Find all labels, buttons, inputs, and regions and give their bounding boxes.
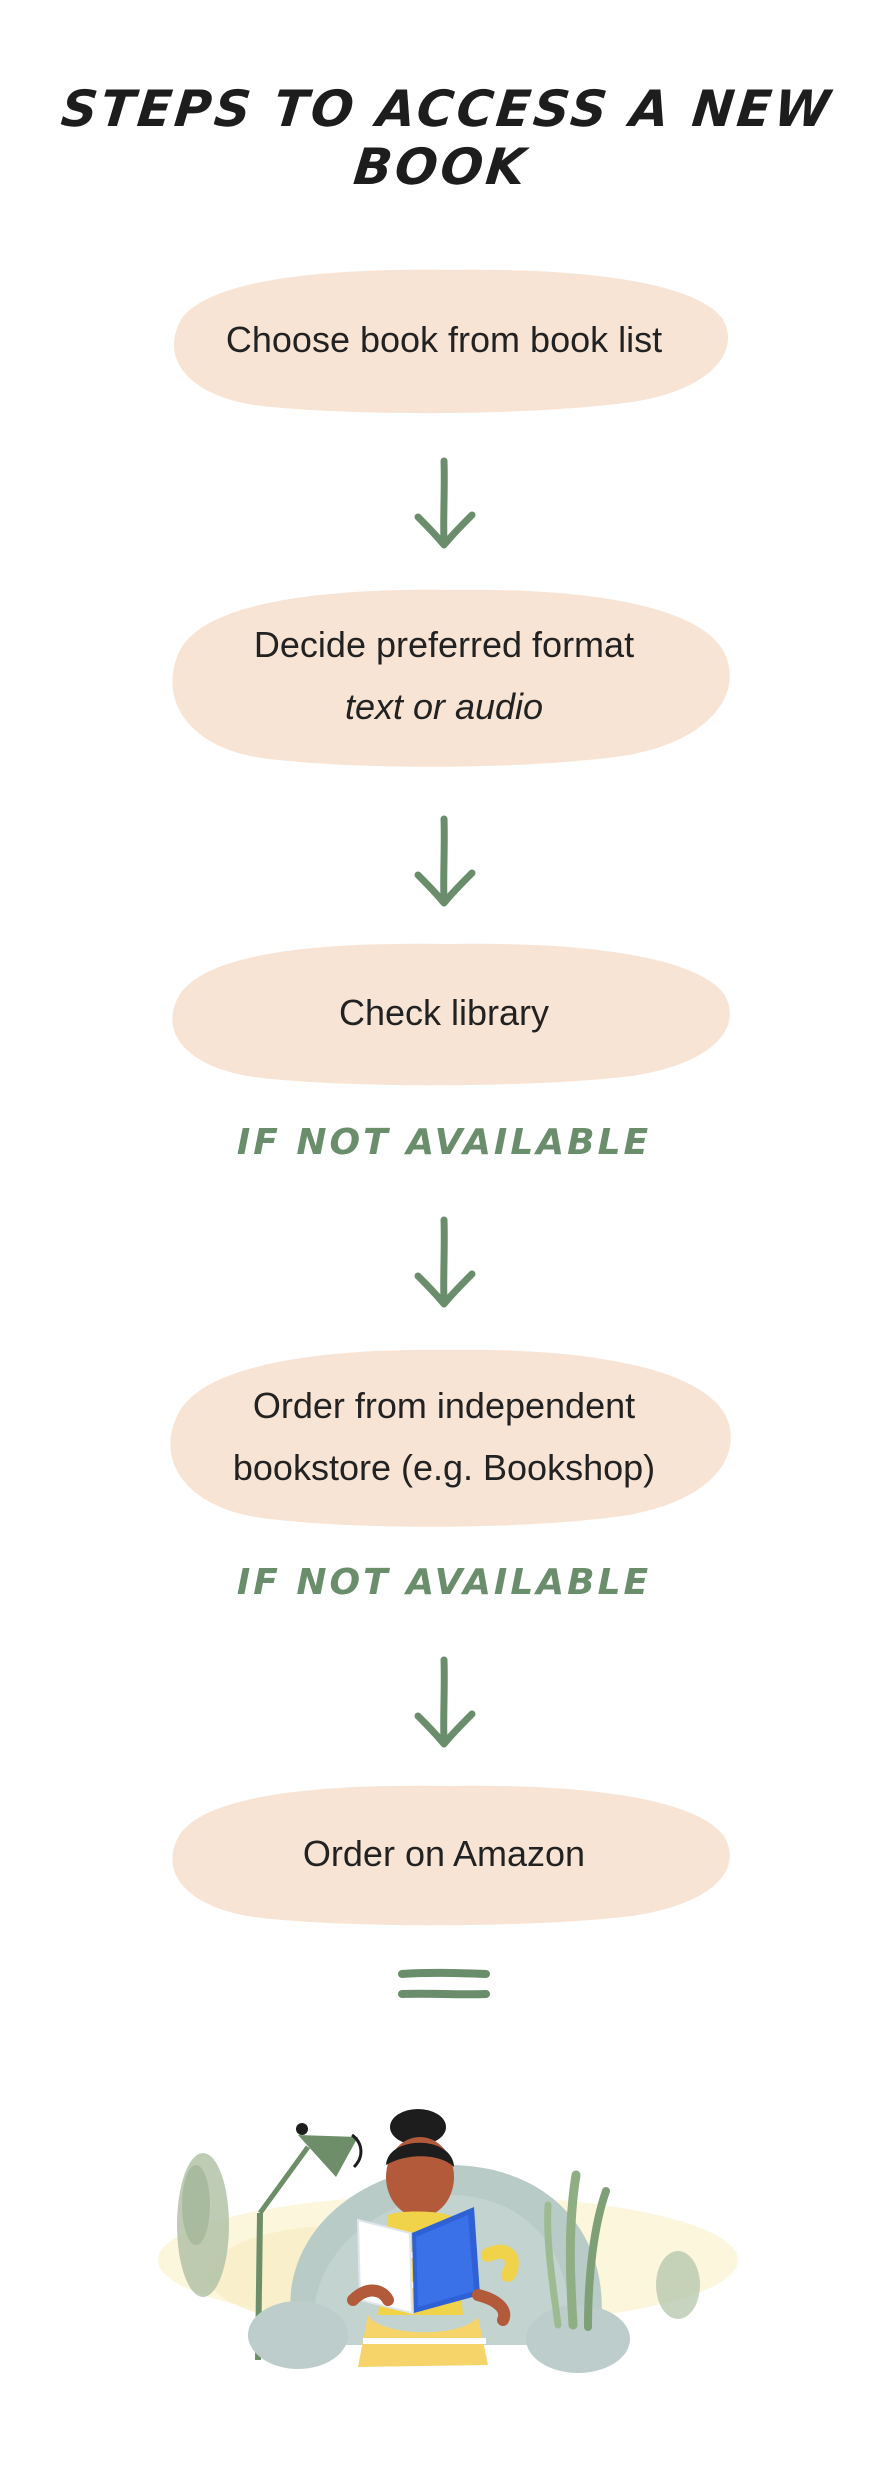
step-order-independent: Order from independent bookstore (e.g. B… xyxy=(152,1342,736,1532)
arrow-down-icon xyxy=(414,457,476,549)
reading-person-illustration xyxy=(158,2109,738,2373)
condition-not-available: IF NOT AVAILABLE xyxy=(236,1562,652,1603)
arrow-down-icon xyxy=(414,815,476,907)
arrow-down-icon xyxy=(414,1656,476,1748)
step-blob-shape xyxy=(173,269,728,414)
step-check-library: Check library xyxy=(152,934,736,1092)
step-label: Order on Amazon xyxy=(302,1833,586,1874)
page-title: STEPS TO ACCESS A NEW BOOK xyxy=(58,80,836,196)
step-label: Check library xyxy=(338,992,550,1033)
step-blob-shape xyxy=(170,1349,731,1527)
step-blob-shape xyxy=(172,589,730,767)
step-decide-format: Decide preferred format text or audio xyxy=(152,580,736,772)
step-sublabel: text or audio xyxy=(344,686,544,727)
equals-icon xyxy=(398,1968,490,1999)
step-label: Order from independent xyxy=(252,1385,636,1426)
step-blob-shape xyxy=(172,943,730,1086)
step-choose-book: Choose book from book list xyxy=(152,260,736,420)
step-blob-shape xyxy=(172,1785,730,1926)
condition-not-available: IF NOT AVAILABLE xyxy=(236,1122,652,1163)
arrow-down-icon xyxy=(414,1216,476,1308)
step-label-line2: bookstore (e.g. Bookshop) xyxy=(232,1447,656,1488)
step-label: Decide preferred format xyxy=(253,624,635,665)
step-order-amazon: Order on Amazon xyxy=(152,1778,736,1930)
step-label: Choose book from book list xyxy=(225,319,663,360)
